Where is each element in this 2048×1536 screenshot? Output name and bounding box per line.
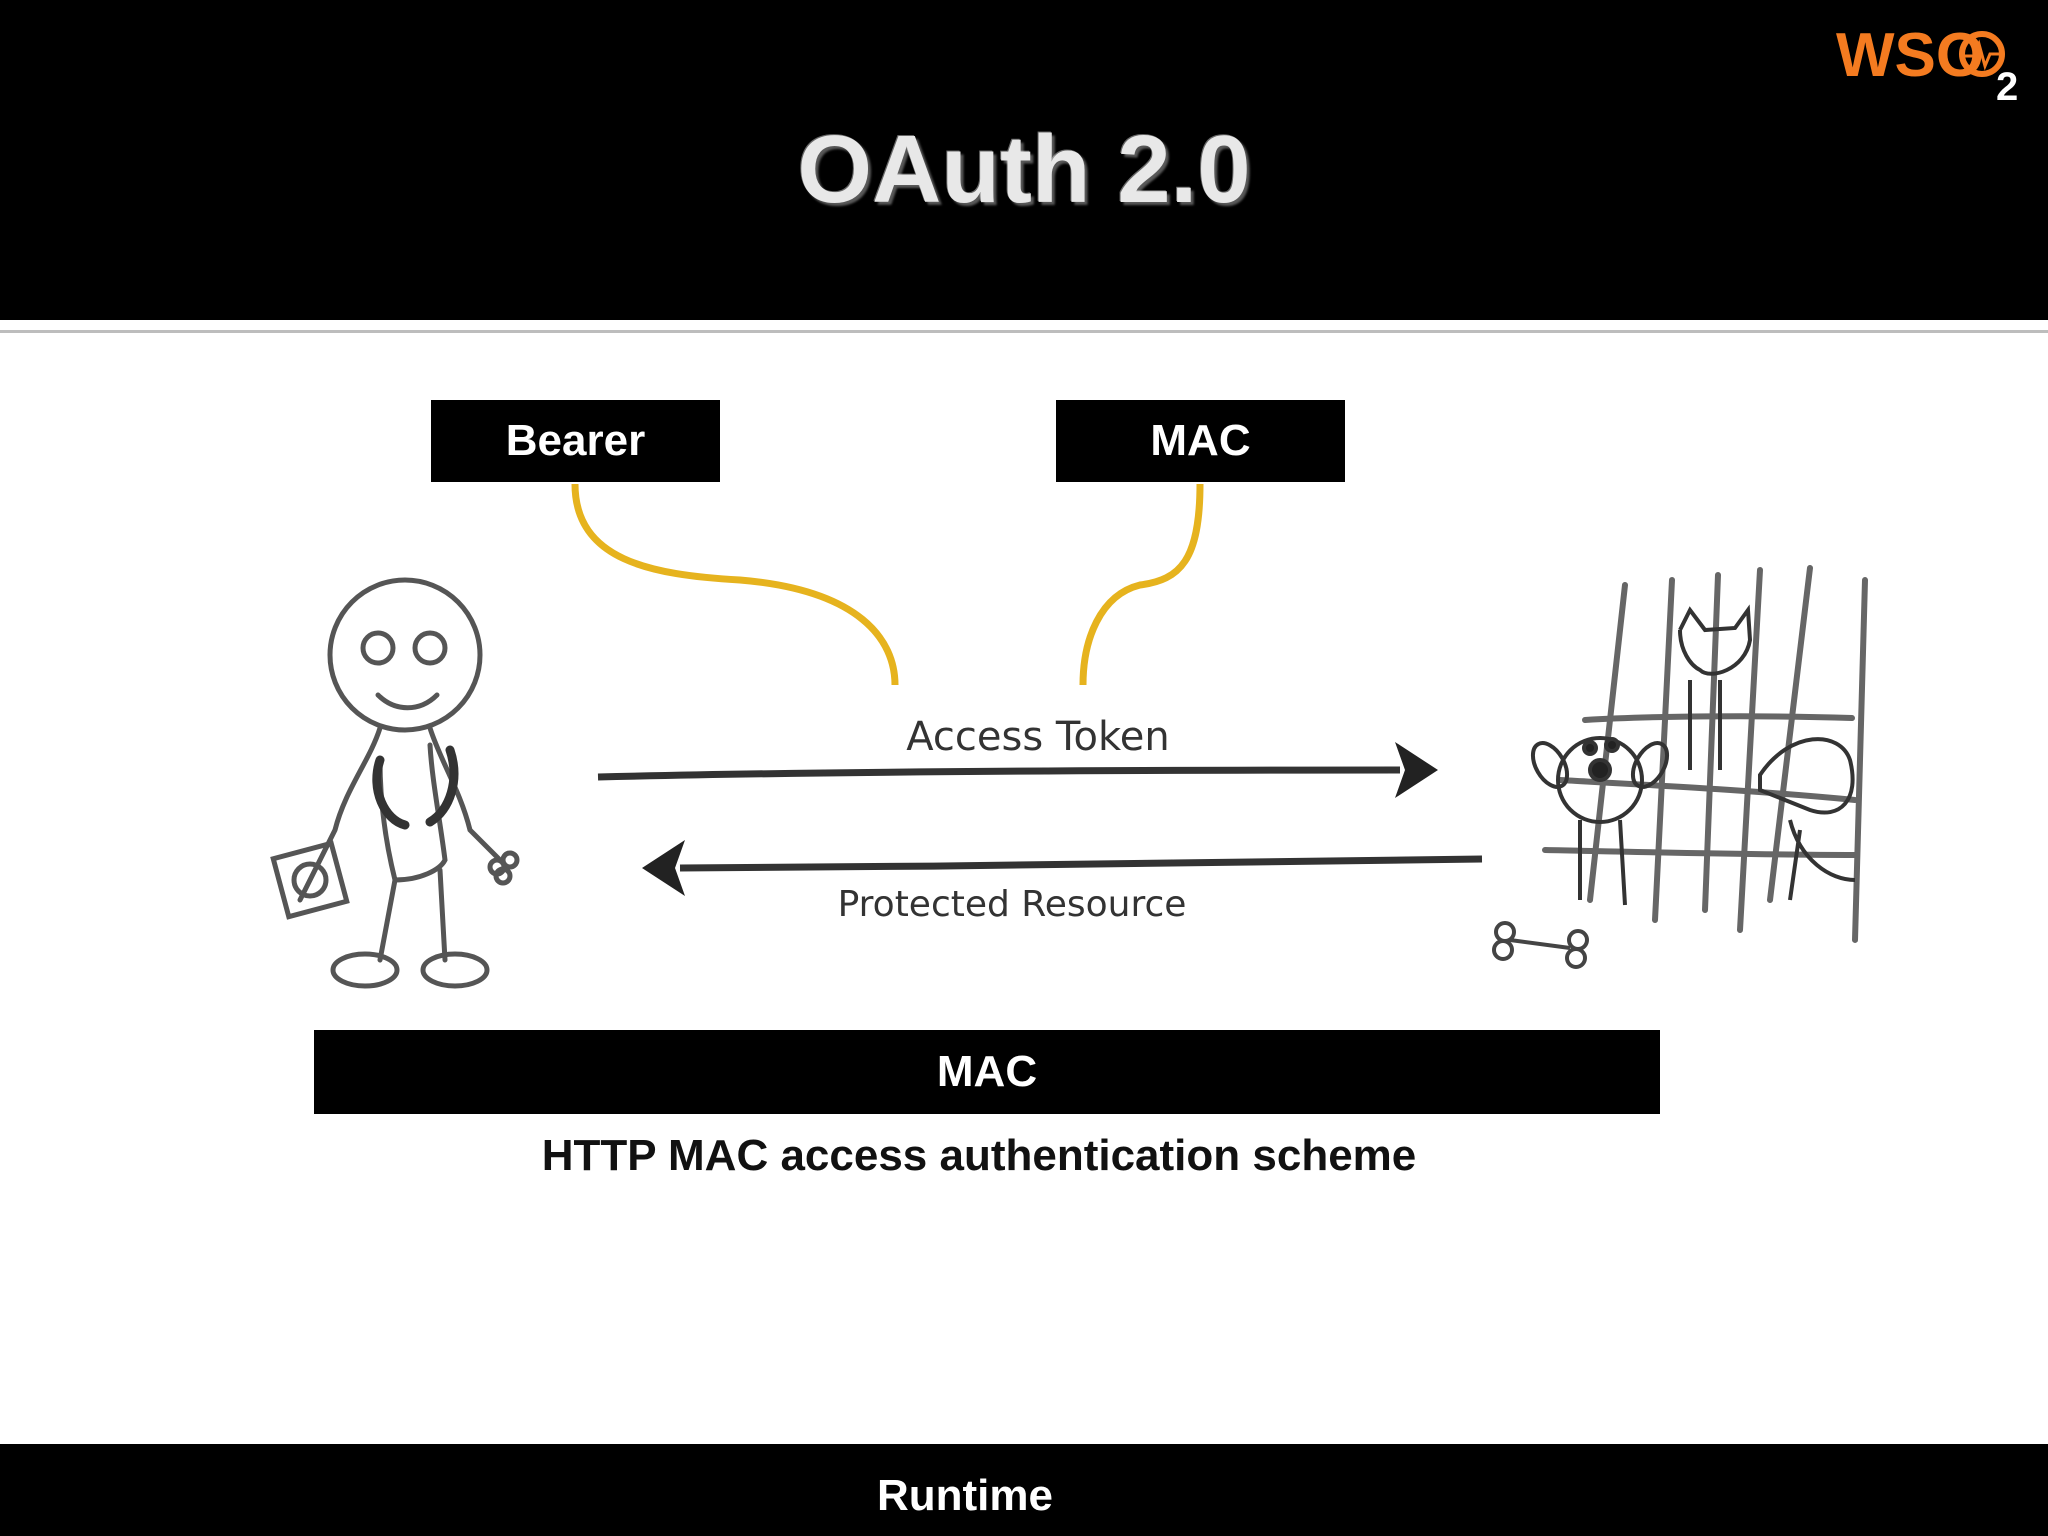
divider — [0, 330, 2048, 333]
wso2-logo: WSO 2 — [1836, 21, 2018, 104]
bone-icon — [1492, 921, 1589, 969]
stethoscope-icon — [372, 745, 459, 830]
access-token-arrow — [597, 742, 1438, 798]
mac-label: MAC — [1056, 400, 1345, 482]
dog-right-icon — [1758, 737, 1856, 901]
access-token-label: Access Token — [906, 714, 1169, 760]
logo-circle-mark — [1959, 31, 2005, 77]
client-figure — [270, 577, 520, 989]
logo-subscript: 2 — [1996, 65, 2018, 104]
title-bar — [0, 0, 2048, 320]
bearer-label: Bearer — [431, 400, 720, 482]
mac-caption: HTTP MAC access authentication scheme — [541, 1131, 1417, 1180]
footer-text: Runtime — [877, 1471, 1053, 1520]
mac-connector — [1079, 483, 1204, 686]
mac-highlight-bar: MAC — [314, 1030, 1660, 1114]
slide-title: OAuth 2.0 — [797, 116, 1251, 223]
dog-back-icon — [1678, 604, 1753, 770]
protected-resource-arrow — [642, 840, 1483, 896]
protected-resource-label: Protected Resource — [838, 884, 1187, 925]
dog-front-icon — [1530, 736, 1670, 906]
caged-dogs-illustration — [1542, 565, 1868, 943]
bearer-connector — [571, 483, 899, 686]
logo-pulse-mark — [1964, 39, 2000, 71]
footer-bar — [0, 1444, 2048, 1536]
